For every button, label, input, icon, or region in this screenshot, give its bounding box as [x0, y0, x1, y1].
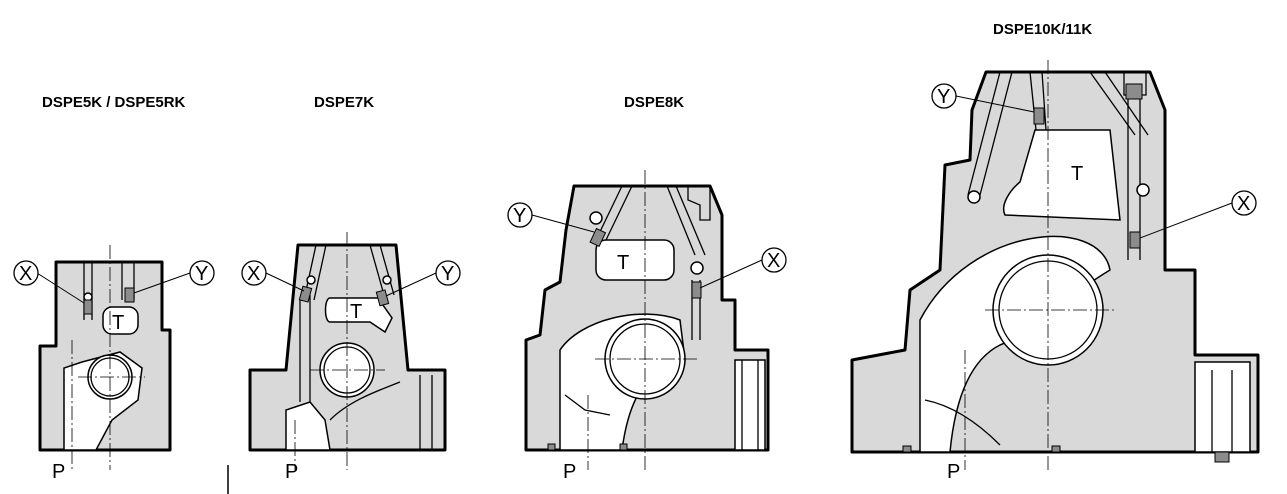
- t-chamber-dspe7k: [324, 297, 393, 334]
- callout-x-dspe10k: [1231, 190, 1257, 216]
- label-t-dspe10k: T: [1071, 163, 1083, 185]
- port-p-dspe10k: P: [947, 461, 960, 483]
- label-t-dspe5k: T: [112, 312, 124, 334]
- section-dspe10k: DSPE10K/11K T Y X P: [850, 21, 1260, 483]
- port-p-dspe7k: P: [285, 461, 298, 483]
- plug-x-dspe5k: [83, 299, 93, 315]
- plug-y-dspe7k: [375, 289, 390, 307]
- callout-x-dspe5k: [13, 260, 39, 286]
- plug-x-dspe10k: [1129, 231, 1141, 249]
- callout-label-y-dspe10k: Y: [937, 86, 950, 108]
- callout-y-dspe5k: [189, 260, 215, 286]
- port-p-dspe5k: P: [52, 461, 65, 483]
- title-dspe10k: DSPE10K/11K: [993, 21, 1092, 38]
- callout-y-dspe10k: [931, 83, 957, 109]
- callout-x-dspe8k: [761, 247, 787, 273]
- insert-dspe10k: [1194, 361, 1251, 453]
- callout-label-y-dspe7k: Y: [441, 263, 454, 285]
- plug-y-dspe8k: [589, 227, 607, 248]
- callout-label-x-dspe7k: X: [247, 263, 260, 285]
- callout-label-y-dspe8k: Y: [513, 205, 526, 227]
- label-t-dspe8k: T: [617, 252, 629, 274]
- plug-y-dspe10k: [1033, 107, 1045, 125]
- port-p-dspe8k: P: [563, 461, 576, 483]
- title-dspe7k: DSPE7K: [314, 94, 374, 111]
- title-dspe5k: DSPE5K / DSPE5RK: [42, 94, 186, 111]
- plug-y-dspe5k: [124, 287, 135, 303]
- callout-y-dspe8k: [507, 202, 533, 228]
- callout-label-y-dspe5k: Y: [195, 263, 208, 285]
- callout-y-dspe7k: [435, 260, 461, 286]
- label-t-dspe7k: T: [350, 301, 362, 323]
- plug-x-dspe8k: [691, 281, 702, 299]
- section-dspe5k: DSPE5K / DSPE5RK T X Y P: [13, 94, 215, 483]
- plug-top-dspe10k: [1125, 83, 1143, 100]
- title-dspe8k: DSPE8K: [624, 94, 684, 111]
- bottom-plug-dspe10k: [1214, 451, 1230, 463]
- insert-dspe8k: [734, 359, 766, 451]
- t-chamber-dspe10k: [1003, 129, 1121, 221]
- callout-label-x-dspe10k: X: [1237, 193, 1250, 215]
- p-channel-dspe7k: [285, 401, 331, 451]
- section-dspe7k: DSPE7K T X Y P: [241, 94, 461, 483]
- t-chamber-dspe5k: [102, 306, 139, 335]
- callout-label-x-dspe8k: X: [767, 250, 780, 272]
- callout-x-dspe7k: [241, 260, 267, 286]
- section-dspe8k: DSPE8K T Y X P: [507, 94, 787, 483]
- callout-label-x-dspe5k: X: [19, 263, 32, 285]
- t-chamber-dspe8k: [595, 239, 675, 281]
